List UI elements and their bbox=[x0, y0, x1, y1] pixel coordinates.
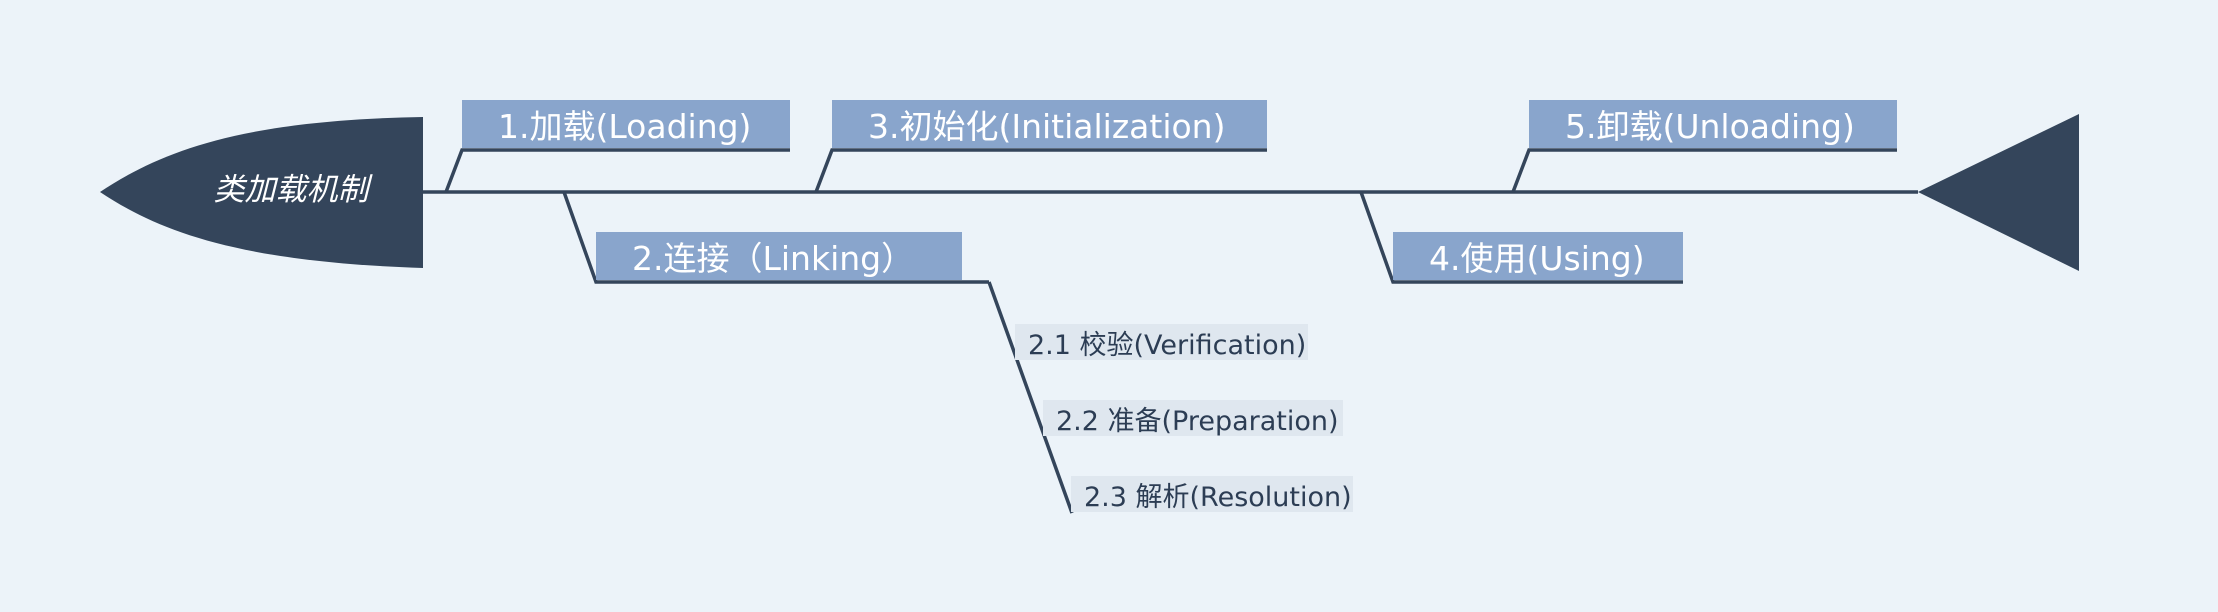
branch-loading: 1.加载(Loading) bbox=[462, 100, 790, 148]
diagram-title: 类加载机制 bbox=[213, 172, 369, 208]
fish-head-shape bbox=[100, 117, 423, 268]
branch-connector-3 bbox=[814, 148, 1267, 193]
sub-branch-verification: 2.1 校验(Verification) bbox=[1015, 324, 1308, 361]
branch-unloading: 5.卸载(Unloading) bbox=[1529, 100, 1897, 148]
branch-linking: 2.连接（Linking） bbox=[596, 232, 962, 280]
branch-using: 4.使用(Using) bbox=[1393, 232, 1683, 280]
sub-branch-preparation: 2.2 准备(Preparation) bbox=[1043, 400, 1343, 437]
branch-connector-1 bbox=[444, 148, 790, 193]
branch-connector-5 bbox=[1511, 148, 1897, 193]
branch-connector-4 bbox=[1359, 191, 1683, 284]
branch-initialization: 3.初始化(Initialization) bbox=[832, 100, 1267, 148]
sub-spine bbox=[987, 281, 1074, 514]
branch-connector-2 bbox=[562, 191, 989, 284]
fish-tail-shape bbox=[1918, 114, 2079, 271]
sub-branch-resolution: 2.3 解析(Resolution) bbox=[1071, 476, 1353, 513]
